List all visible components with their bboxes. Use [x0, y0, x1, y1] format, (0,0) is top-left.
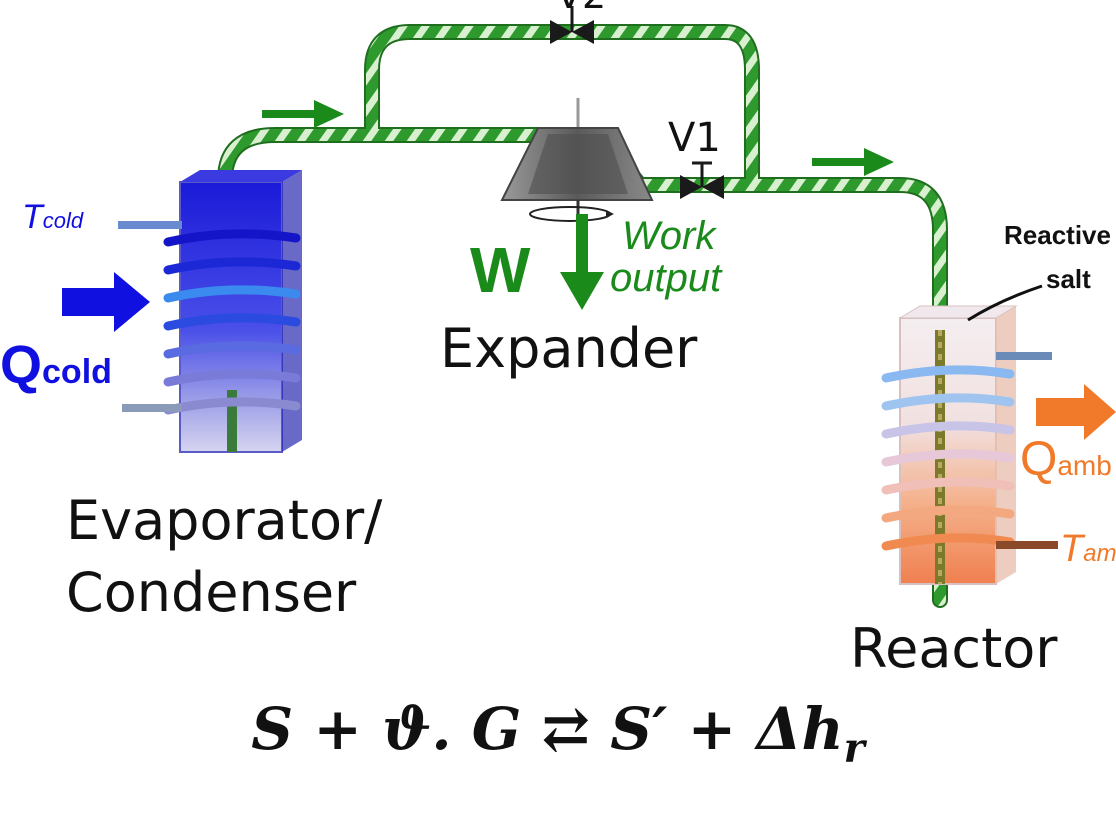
reaction-equation: S + ϑ. G ⇄ S′ + Δhr [0, 695, 1116, 772]
t-amb-sub: amb [1083, 540, 1116, 567]
reactor-icon [881, 284, 1058, 585]
valve-v1-label: V1 [668, 115, 721, 161]
evaporator-label-line1: Evaporator/ [66, 489, 383, 552]
t-amb-main: T [1060, 528, 1084, 570]
q-cold-arrow [62, 272, 150, 332]
reactive-salt-label-line2: salt [1046, 264, 1091, 294]
q-amb-sub: amb [1057, 450, 1112, 481]
work-label-line1: Work [622, 214, 716, 258]
reactive-salt-label-line1: Reactive [1004, 220, 1111, 250]
evaporator-label-line2: Condenser [66, 561, 357, 624]
valve-v2-icon [550, 6, 594, 44]
work-label-line2: output [610, 256, 722, 300]
q-amb-label: Qamb [1020, 436, 1112, 484]
evaporator-condenser-icon [118, 170, 302, 453]
q-amb-main: Q [1020, 433, 1058, 486]
expander-label: Expander [440, 317, 698, 380]
equation-subscript: r [843, 724, 865, 772]
q-cold-sub: cold [42, 353, 112, 391]
work-output-arrow [560, 214, 604, 310]
reactor-label: Reactor [850, 617, 1058, 680]
t-cold-sub: cold [42, 208, 84, 233]
q-amb-arrow [1036, 384, 1116, 440]
t-cold-main: T [22, 198, 43, 236]
flow-arrow-right [812, 148, 894, 176]
t-amb-label: Tamb [1060, 530, 1116, 568]
expander-turbine-icon [500, 98, 654, 222]
flow-arrow-left [262, 100, 344, 128]
equation-body: S + ϑ. G ⇄ S′ + Δh [251, 695, 844, 763]
q-cold-main: Q [0, 335, 43, 395]
t-cold-label: Tcold [22, 200, 83, 234]
valve-v1-icon [680, 161, 724, 199]
work-symbol: W [470, 234, 531, 306]
valve-v2-label: V2 [556, 0, 606, 14]
q-cold-label: Qcold [0, 338, 112, 392]
